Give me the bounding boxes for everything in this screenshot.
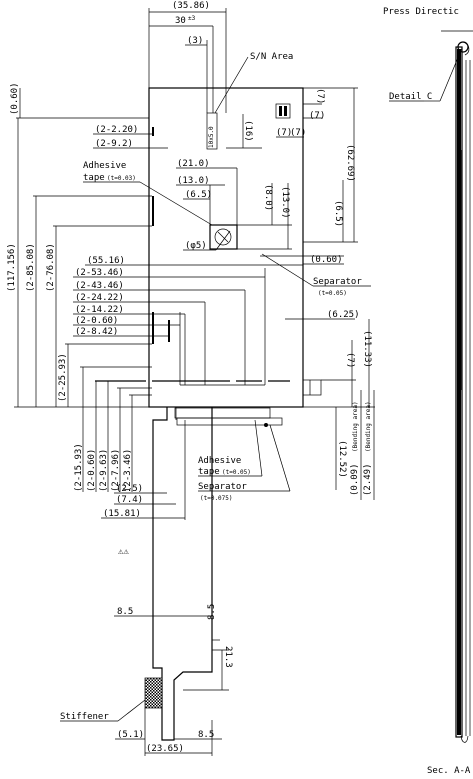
dim-7c: (7)	[309, 111, 325, 121]
dim-12-52: (12.52)	[337, 440, 347, 478]
dim-bending-2: (Bending area)	[365, 401, 372, 452]
separator-1-thickness: (t=0.05)	[318, 290, 347, 297]
dim-7d: (7)	[315, 88, 325, 104]
dim-13-0: (13.0)	[177, 176, 210, 186]
adhesive-tape-2-label-b: tape	[198, 467, 220, 477]
revision-mark: ⚠⚠	[118, 547, 129, 557]
dim-8-5-b: 8.5	[207, 604, 217, 620]
dim-top-tol: ±3	[188, 15, 196, 22]
dim-13-0b: (13.0)	[280, 186, 290, 219]
dim-phi-5: (φ5)	[185, 241, 207, 251]
dim-15-81: (15.81)	[103, 509, 141, 519]
dim-2-76-08: (2-76.08)	[46, 243, 56, 292]
horizontal-dim-list: (55.16) (2-53.46) (2-43.46) (2-24.22) (2…	[73, 256, 303, 385]
dim-7-4: (7.4)	[116, 495, 143, 505]
dim-2-49: (2.49)	[363, 463, 373, 496]
sn-area-label: S/N Area	[250, 52, 293, 62]
dim-2-25-93: (2-25.93)	[58, 353, 68, 402]
dim-16: (16)	[243, 120, 253, 142]
dim-5-1: (5.1)	[117, 730, 144, 740]
svg-text:(2-14.22): (2-14.22)	[75, 305, 124, 315]
dim-7b: (7)	[290, 128, 306, 138]
separator-2-label: Separator	[198, 482, 247, 492]
dim-0-60-right: (0.60)	[310, 255, 343, 265]
svg-text:(2-15.93): (2-15.93)	[74, 443, 84, 492]
dim-7a: (7)	[276, 128, 292, 138]
flex-tail	[144, 407, 283, 741]
dim-6-5-right: (6.5)	[333, 200, 343, 227]
side-view	[455, 41, 471, 743]
svg-text:(2-24.22): (2-24.22)	[75, 293, 124, 303]
dim-23-65: (23.65)	[146, 744, 184, 754]
sn-area-mark: 10x5.0	[208, 126, 215, 148]
dim-11-33: (11.33)	[362, 330, 372, 368]
stiffener-label: Stiffener	[60, 712, 109, 722]
dim-0-09: (0.09)	[350, 463, 360, 496]
dim-top-3: (3)	[187, 36, 203, 46]
adhesive-tape-2-thickness: (t=0.05)	[222, 469, 251, 476]
dim-2-85-08: (2-85.08)	[26, 243, 36, 292]
svg-text:(2-0.60): (2-0.60)	[75, 316, 118, 326]
dim-8-0: (8.0)	[263, 184, 273, 211]
sn-area	[206, 112, 218, 150]
dim-left-0-60: (0.60)	[10, 82, 20, 115]
adhesive-tape-2-label: Adhesive	[198, 456, 241, 466]
svg-text:(2-7.96): (2-7.96)	[111, 449, 121, 492]
dim-2-5: (2.5)	[116, 484, 143, 494]
svg-text:(2-0.60): (2-0.60)	[87, 449, 97, 492]
dim-117-156: (117.156)	[7, 243, 17, 292]
press-direction-label: Press Directic	[383, 7, 459, 17]
dim-62-69: (62.69)	[345, 144, 355, 182]
adhesive-tape-1-label: Adhesive	[83, 161, 126, 171]
display-panel: 10x5.0	[95, 87, 322, 408]
stiffener	[144, 677, 163, 709]
svg-text:(2-53.46): (2-53.46)	[75, 268, 124, 278]
separator-2-thickness: (t=0.075)	[200, 495, 233, 502]
dim-7-right: (7)	[345, 352, 355, 368]
dim-21-3: 21.3	[223, 646, 233, 668]
svg-text:(55.16): (55.16)	[87, 256, 125, 266]
dim-top-30: 30	[175, 16, 186, 26]
svg-text:(2-8.42): (2-8.42)	[75, 327, 118, 337]
dim-8-5-c: 8.5	[198, 730, 214, 740]
dim-bending-1: (Bending area)	[352, 401, 359, 452]
hole-box	[209, 224, 238, 250]
svg-text:(2-3.46): (2-3.46)	[123, 449, 133, 492]
dim-6-5: (6.5)	[185, 190, 212, 200]
dim-8-5-a: 8.5	[117, 607, 133, 617]
separator-1-label: Separator	[313, 277, 362, 287]
adhesive-tape-1-thickness: (t=0.03)	[107, 175, 136, 182]
dim-6-25: (6.25)	[327, 310, 360, 320]
adhesive-tape-1-label-b: tape	[83, 173, 105, 183]
bottom-vertical-dims: (2-15.93) (2-0.60) (2-9.63) (2-7.96) (2-…	[74, 366, 152, 492]
section-label: Sec. A-A	[427, 766, 471, 776]
dim-2-2-20: (2-2.20)	[95, 125, 138, 135]
dim-21-0: (21.0)	[177, 159, 210, 169]
svg-text:(2-43.46): (2-43.46)	[75, 281, 124, 291]
svg-text:(2-9.63): (2-9.63)	[99, 449, 109, 492]
dim-2-9-2: (2-9.2)	[95, 139, 133, 149]
detail-c-label: Detail C	[389, 92, 432, 102]
dim-top-35-86: (35.86)	[172, 1, 210, 11]
